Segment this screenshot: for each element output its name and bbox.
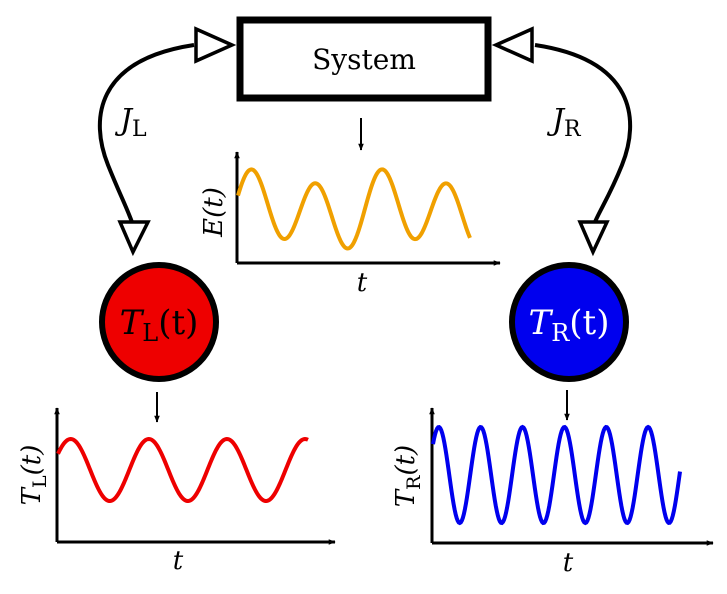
energy-plot-ylabel: E(t) xyxy=(199,187,229,238)
right-reservoir: TR(t) xyxy=(509,262,629,382)
left-reservoir-label: TL(t) xyxy=(120,303,199,347)
right-plot-ylabel: TR(t) xyxy=(391,445,425,507)
right-current-label: JR xyxy=(546,103,582,142)
system-label: System xyxy=(312,43,416,76)
left-current-label: JL xyxy=(114,103,147,142)
right-temperature-plot: TR(t) t xyxy=(391,407,714,578)
left-temperature-curve xyxy=(56,436,309,503)
left-reservoir-arrowhead-icon xyxy=(117,220,151,257)
right-plot-xlabel: t xyxy=(563,548,574,578)
right-system-arrowhead-icon xyxy=(491,26,534,64)
energy-plot: E(t) t xyxy=(199,151,501,298)
left-system-arrowhead-icon xyxy=(194,26,237,64)
right-temperature-curve xyxy=(431,424,682,526)
left-temperature-plot: TL(t) t xyxy=(17,407,336,576)
energy-curve xyxy=(236,167,472,251)
right-current-connector: JR xyxy=(491,26,633,257)
right-reservoir-arrowhead-icon xyxy=(577,220,610,257)
system-box: System xyxy=(236,16,492,102)
right-reservoir-label: TR(t) xyxy=(529,303,610,347)
energy-plot-xlabel: t xyxy=(357,268,368,298)
left-plot-xlabel: t xyxy=(173,546,184,576)
left-plot-ylabel: TL(t) xyxy=(17,445,51,506)
left-reservoir: TL(t) xyxy=(99,262,219,382)
